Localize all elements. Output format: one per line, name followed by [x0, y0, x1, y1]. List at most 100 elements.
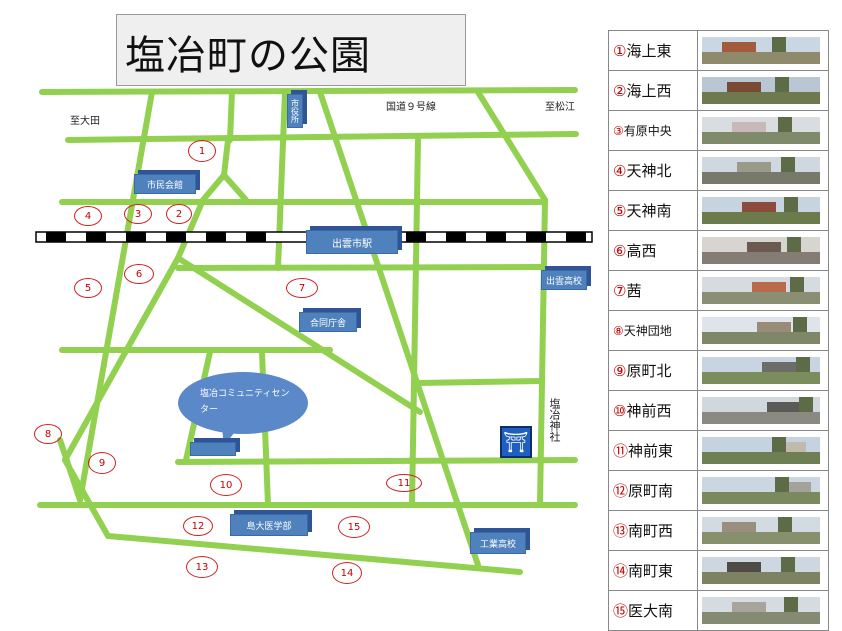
park-row[interactable]: ④天神北: [608, 150, 830, 191]
park-name: 南町東: [628, 562, 674, 580]
park-row[interactable]: ⑤天神南: [608, 190, 830, 231]
park-row[interactable]: ⑨原町北: [608, 350, 830, 391]
park-marker-5[interactable]: 5: [74, 278, 102, 298]
road: [175, 197, 206, 261]
road: [200, 172, 227, 203]
road: [39, 87, 578, 95]
station-building: 出雲市駅: [306, 230, 398, 254]
park-photo: [701, 317, 820, 344]
park-name: 有原中央: [623, 124, 672, 138]
park-photo: [701, 397, 820, 424]
park-number: ⑬: [613, 522, 629, 540]
road: [175, 255, 423, 415]
park-photo-cell: [696, 30, 830, 71]
park-name-cell: ⑪神前東: [608, 430, 698, 471]
park-name-cell: ⑤天神南: [608, 190, 698, 231]
park-marker-14[interactable]: 14: [332, 562, 362, 584]
park-number: ①: [613, 42, 627, 60]
city-office-building: 市役所: [287, 94, 303, 128]
park-photo-cell: [696, 310, 830, 351]
park-name-cell: ⑮医大南: [608, 590, 698, 631]
park-photo: [701, 597, 820, 624]
park-row[interactable]: ②海上西: [608, 70, 830, 111]
park-marker-10[interactable]: 10: [210, 474, 242, 496]
park-row[interactable]: ⑭南町東: [608, 550, 830, 591]
park-marker-8[interactable]: 8: [34, 424, 62, 444]
park-number: ⑪: [613, 442, 629, 460]
park-number: ②: [613, 82, 627, 100]
park-photo-cell: [696, 350, 830, 391]
park-row[interactable]: ⑩神前西: [608, 390, 830, 431]
park-name-cell: ③有原中央: [608, 110, 698, 151]
park-name-cell: ⑦茜: [608, 270, 698, 311]
park-row[interactable]: ⑪神前東: [608, 430, 830, 471]
park-photo-cell: [696, 70, 830, 111]
park-marker-1[interactable]: 1: [188, 140, 216, 162]
park-number: ③: [613, 124, 624, 138]
park-marker-4[interactable]: 4: [74, 206, 102, 226]
park-name-cell: ④天神北: [608, 150, 698, 191]
park-photo-cell: [696, 470, 830, 511]
road: [409, 137, 421, 508]
park-photo-cell: [696, 510, 830, 551]
park-marker-15[interactable]: 15: [338, 516, 370, 538]
park-photo: [701, 277, 820, 304]
park-name: 南町西: [628, 522, 674, 540]
park-photo-cell: [696, 590, 830, 631]
park-name-cell: ⑭南町東: [608, 550, 698, 591]
park-name-cell: ⑫原町南: [608, 470, 698, 511]
park-marker-3[interactable]: 3: [124, 204, 152, 224]
joint-office-building: 合同庁舎: [299, 312, 357, 332]
park-photo: [701, 37, 820, 64]
park-name: 海上西: [626, 82, 672, 100]
road: [105, 533, 523, 575]
park-photo-cell: [696, 110, 830, 151]
park-row[interactable]: ⑥高西: [608, 230, 830, 271]
park-photo: [701, 517, 820, 544]
park-name-cell: ⑧天神団地: [608, 310, 698, 351]
park-row[interactable]: ⑮医大南: [608, 590, 830, 631]
park-marker-13[interactable]: 13: [186, 556, 218, 578]
community-center-building: [190, 442, 236, 456]
road: [221, 137, 231, 178]
park-number: ④: [613, 162, 627, 180]
park-photo-cell: [696, 270, 830, 311]
park-photo: [701, 357, 820, 384]
label-kokudo: 国道９号線: [386, 102, 436, 113]
park-row[interactable]: ⑦茜: [608, 270, 830, 311]
title-box: 塩冶町の公園: [116, 14, 466, 86]
park-name-cell: ⑥高西: [608, 230, 698, 271]
park-row[interactable]: ①海上東: [608, 30, 830, 71]
road: [175, 457, 578, 465]
park-row[interactable]: ⑧天神団地: [608, 310, 830, 351]
park-marker-9[interactable]: 9: [88, 452, 116, 474]
park-marker-6[interactable]: 6: [124, 264, 154, 284]
road: [62, 255, 181, 463]
community-center-bubble: 塩冶コミュニティセンター: [178, 372, 308, 434]
park-row[interactable]: ⑫原町南: [608, 470, 830, 511]
park-number: ⑨: [613, 362, 627, 380]
izumo-high-building: 出雲高校: [541, 270, 587, 290]
park-marker-2[interactable]: 2: [166, 204, 192, 224]
park-name: 医大南: [628, 602, 674, 620]
park-name-cell: ⑬南町西: [608, 510, 698, 551]
park-marker-12[interactable]: 12: [183, 516, 213, 536]
road: [537, 197, 548, 508]
park-photo: [701, 77, 820, 104]
park-name: 神前西: [626, 402, 672, 420]
park-name: 天神団地: [623, 324, 672, 338]
community-center-label: 塩冶コミュニティセンター: [200, 389, 290, 415]
park-photo-cell: [696, 390, 830, 431]
medical-school-building: 島大医学部: [230, 514, 308, 536]
park-number: ⑧: [613, 324, 624, 338]
park-row[interactable]: ⑬南町西: [608, 510, 830, 551]
park-photo: [701, 477, 820, 504]
shrine-icon: ⛩: [500, 426, 532, 458]
park-marker-7[interactable]: 7: [286, 278, 318, 298]
park-marker-11[interactable]: 11: [386, 474, 422, 492]
park-map: 塩冶町の公園 至大田 国道９号線 至松江 塩冶神社 市役所 市民会館 出雲市駅 …: [34, 14, 593, 584]
park-name-cell: ⑨原町北: [608, 350, 698, 391]
park-number: ⑤: [613, 202, 627, 220]
park-number: ⑥: [613, 242, 627, 260]
park-row[interactable]: ③有原中央: [608, 110, 830, 151]
